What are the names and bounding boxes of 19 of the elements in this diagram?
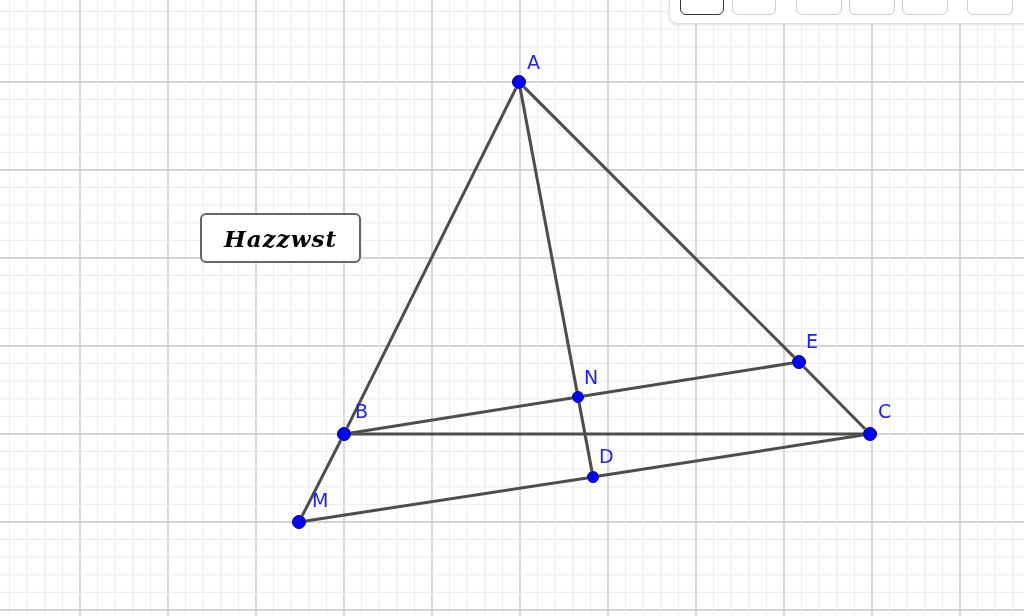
line-segment bbox=[577, 402, 594, 472]
point-label: D bbox=[599, 446, 614, 466]
point-label: A bbox=[527, 52, 540, 72]
line-segment bbox=[583, 361, 793, 398]
text-box: Hazzwst bbox=[200, 213, 361, 263]
line-segment bbox=[522, 85, 796, 359]
point-label: E bbox=[806, 331, 818, 351]
line-segment bbox=[300, 439, 343, 517]
point-label: N bbox=[584, 367, 599, 387]
line-segment bbox=[345, 87, 518, 429]
line-segment bbox=[518, 88, 579, 392]
point-label: C bbox=[878, 401, 892, 421]
line-segment bbox=[598, 433, 864, 478]
line-segment bbox=[351, 432, 863, 436]
point-label: M bbox=[312, 490, 329, 510]
point-label: B bbox=[355, 401, 369, 421]
line-segment bbox=[802, 365, 867, 431]
line-segment bbox=[305, 476, 588, 523]
line-segment bbox=[350, 396, 573, 435]
